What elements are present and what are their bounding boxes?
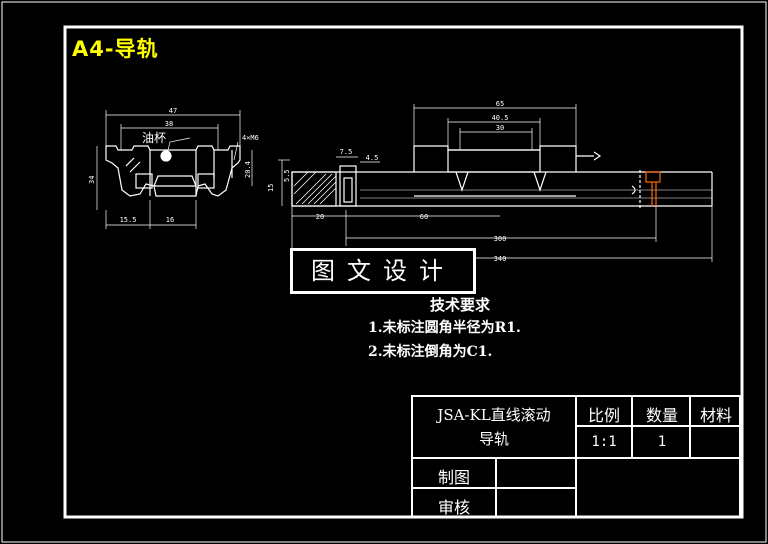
dim-front-340: 340 (494, 255, 507, 263)
dim-left-16: 16 (166, 216, 174, 224)
dim-left-15-5: 15.5 (120, 216, 137, 224)
dim-left-34: 34 (88, 176, 96, 184)
left-view (105, 145, 241, 197)
scale-label: 比例 (587, 406, 620, 425)
dim-front-65: 65 (496, 100, 504, 108)
quantity-value: 1 (657, 434, 667, 450)
dim-front-4-5: 4.5 (366, 154, 379, 162)
material-label: 材料 (699, 406, 732, 425)
section-hatch (293, 171, 337, 205)
watermark-text: 图文设计 (293, 251, 473, 291)
tech-req-heading: 技术要求 (430, 296, 491, 314)
dim-left-38: 38 (165, 120, 173, 128)
oil-cup-label: 油杯 (142, 131, 166, 145)
scale-value: 1:1 (591, 434, 617, 450)
tech-req-item-1: 1.未标注圆角半径为R1. (368, 320, 521, 336)
left-view-dimensions (96, 110, 253, 229)
checked-by-label: 审核 (437, 498, 470, 517)
drawing-frame (63, 25, 744, 519)
sheet-title: A4-导轨 (72, 37, 159, 61)
dim-front-40-5: 40.5 (492, 114, 509, 122)
dim-left-47: 47 (169, 107, 177, 115)
dim-front-300: 300 (494, 235, 507, 243)
front-view (291, 145, 713, 208)
dim-front-20: 20 (316, 213, 324, 221)
drawn-by-label: 制图 (437, 468, 470, 487)
part-name-line2: 导轨 (478, 430, 509, 448)
dim-left-thread: 4×M6 (242, 134, 259, 142)
dim-front-15: 15 (267, 184, 275, 192)
dim-front-7-5: 7.5 (340, 148, 353, 156)
dim-left-20-4: 20.4 (244, 161, 252, 178)
part-name-line1: JSA-KL直线滚动 (437, 406, 551, 424)
dim-front-30: 30 (496, 124, 504, 132)
title-block (411, 395, 741, 518)
dim-front-5-5: 5.5 (283, 169, 291, 182)
tech-req-item-2: 2.未标注倒角为C1. (368, 344, 493, 360)
technical-requirements: 技术要求 1.未标注圆角半径为R1. 2.未标注倒角为C1. (368, 294, 521, 364)
dim-front-60: 60 (420, 213, 428, 221)
quantity-label: 数量 (645, 406, 678, 425)
